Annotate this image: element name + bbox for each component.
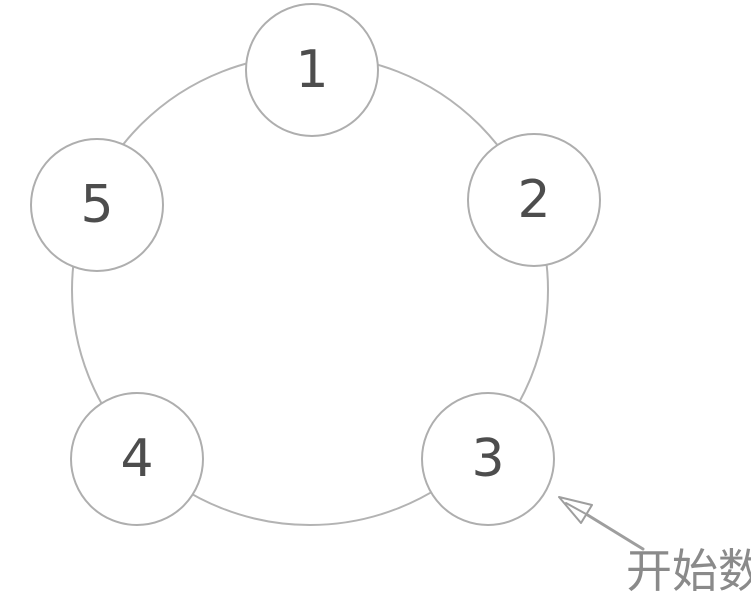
node-label-2: 2	[517, 170, 551, 230]
node-circle-3: 3	[421, 392, 555, 526]
node-label-1: 1	[295, 40, 329, 100]
node-circle-4: 4	[70, 392, 204, 526]
arrowhead-icon	[558, 496, 593, 524]
node-label-4: 4	[120, 429, 154, 489]
node-circle-1: 1	[245, 3, 379, 137]
node-circle-5: 5	[30, 138, 164, 272]
node-label-5: 5	[80, 175, 114, 235]
arrowhead-fold-line	[565, 502, 587, 515]
arrow-shaft	[584, 512, 645, 551]
annotation-start-label: 开始数	[626, 544, 751, 598]
node-circle-2: 2	[467, 133, 601, 267]
node-label-3: 3	[471, 429, 505, 489]
